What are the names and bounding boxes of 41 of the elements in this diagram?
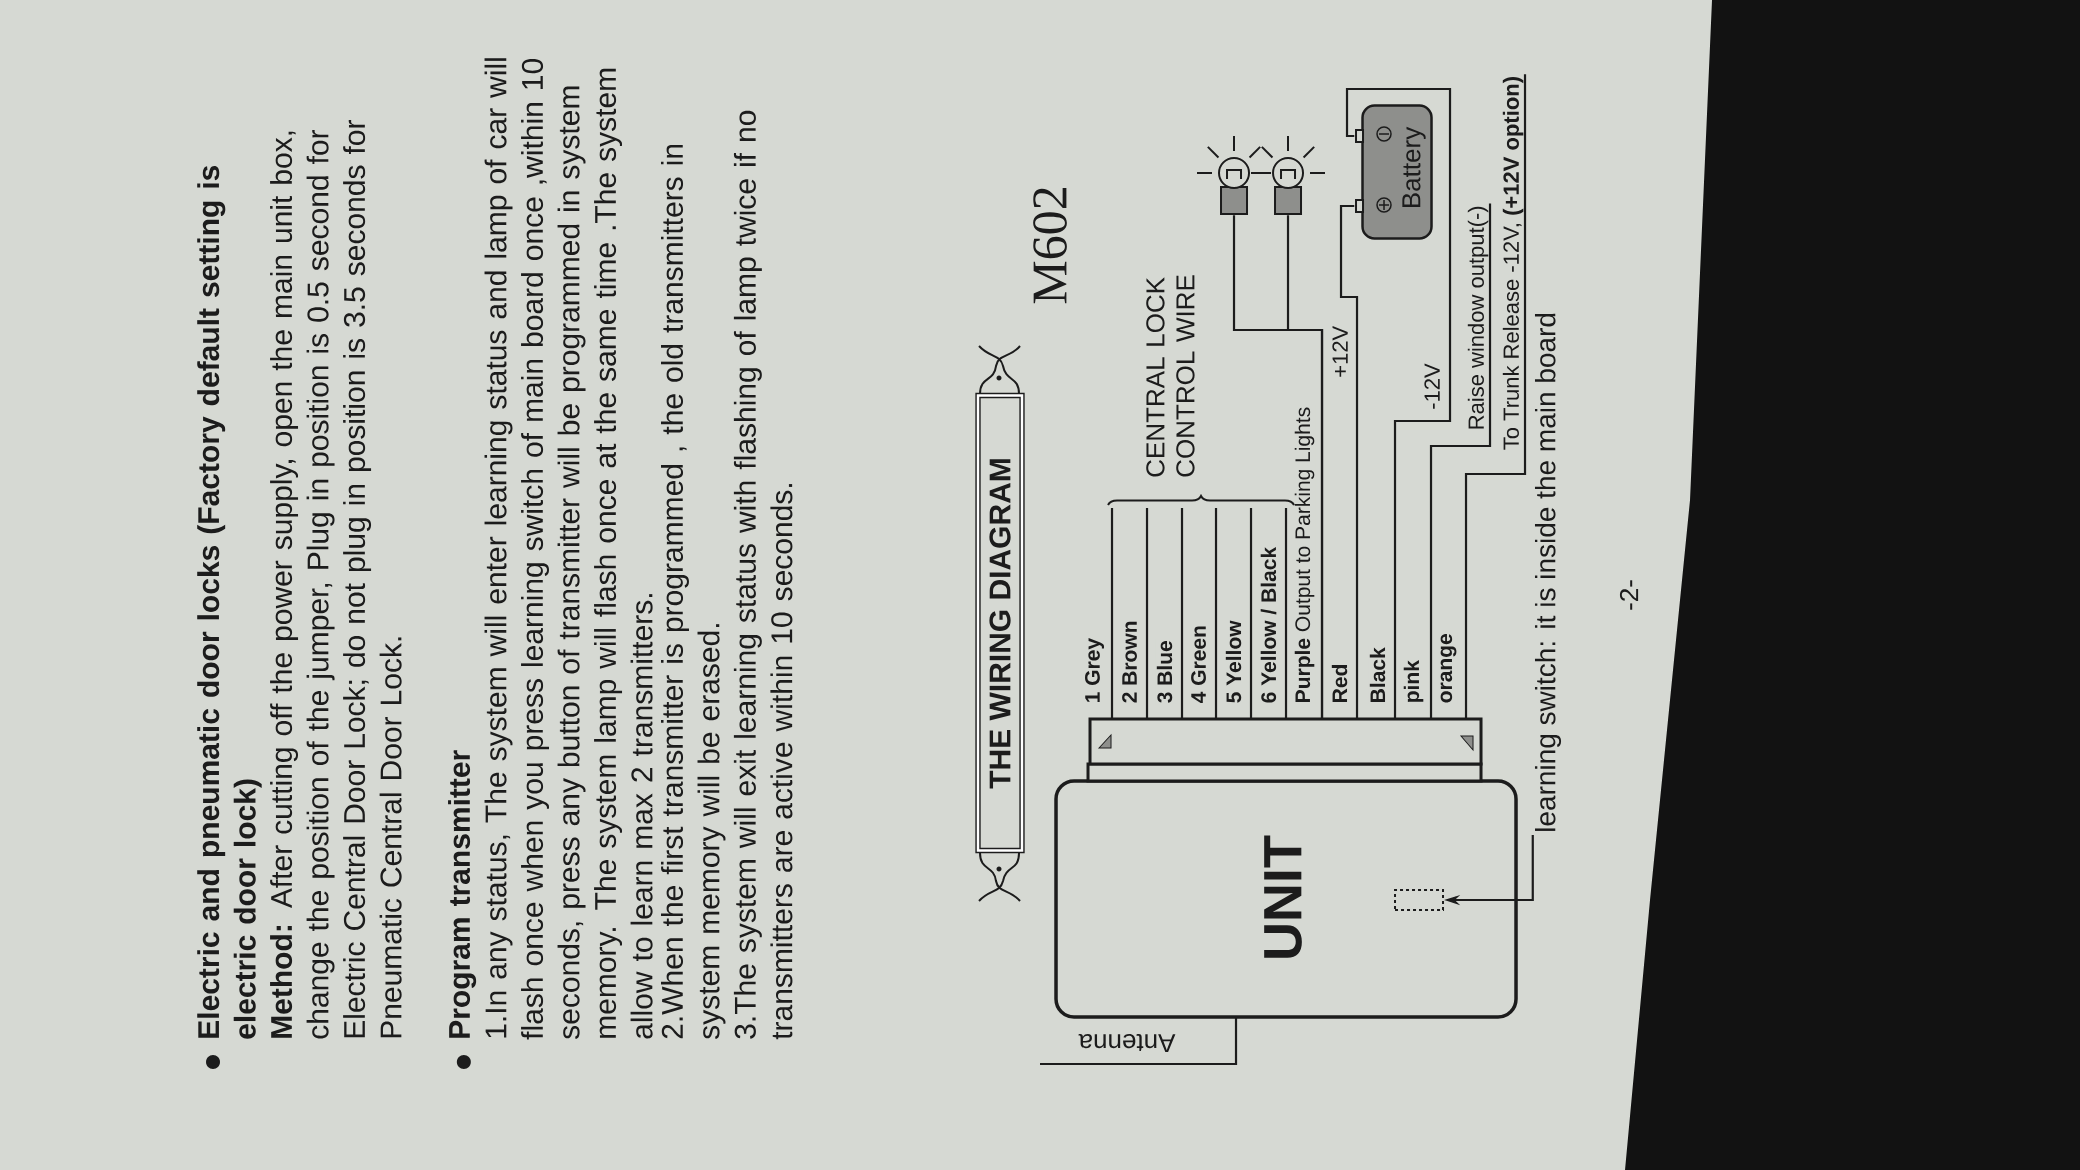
wire: [1464, 74, 1527, 719]
antenna-wire: [1040, 1017, 1238, 1066]
wire-label: 5 Yellow: [1224, 618, 1243, 705]
wire: [1145, 508, 1149, 719]
wire-group-label: CENTRAL LOCK CONTROL WIRE: [1146, 275, 1195, 477]
wire-label: Black: [1368, 645, 1387, 705]
wire: [1429, 203, 1492, 719]
wire-note: To Trunk Release -12V, (+12V option): [1502, 77, 1524, 450]
wire-label: 3 Blue: [1155, 638, 1174, 705]
paragraph: Method: After cutting off the power supply, open the main unit box, change the position of the jumper, Plug in position is 0.5 second for Electric Central Door Lock; do not plug in position is 3.5 seconds for Pneumatic Central Door Lock.: [270, 120, 402, 1039]
wire: [1345, 87, 1452, 719]
callout-text: learning switch: it is inside the main board: [1535, 313, 1562, 831]
lamp-drawing: [1196, 135, 1272, 215]
wire: [1110, 508, 1114, 719]
wire: [1284, 508, 1288, 719]
lamp-drawing: [1250, 135, 1326, 215]
wire: [1180, 508, 1184, 719]
paragraph: 3.The system will exit learning status with flashing of lamp twice if no transmitters are active within 10 seconds.: [733, 110, 793, 1040]
wire: [1214, 508, 1218, 719]
wire: [1249, 508, 1253, 719]
wire-label: 1 Grey: [1083, 636, 1106, 705]
wire: [1286, 215, 1324, 719]
model-number: M602: [1033, 188, 1067, 304]
section-heading: Electric and pneumatic door locks (Factory default setting is electric door lock): [197, 165, 262, 1039]
paragraph: 1.In any status, The system will enter learning status and lamp of car will flash once when you press learning switch of main board once ,within 10 seconds, press any button of transmitter will be programmed in system memory. The system lamp will flash once at the same time .The system allow to learn max 2 transmitters.: [484, 58, 653, 1040]
wire-label: 6 Yellow / Black: [1259, 545, 1278, 705]
title-banner: THE WIRING DIAGRAM: [975, 392, 1025, 854]
voltage-label: -12V: [1424, 363, 1440, 409]
wire-label: Red: [1330, 662, 1349, 705]
wire-label: orange: [1439, 631, 1458, 705]
section-heading: Program transmitter: [448, 750, 477, 1038]
voltage-label: +12V: [1332, 325, 1348, 377]
battery: Battery: [1355, 104, 1433, 240]
page-number: -2-: [1619, 580, 1639, 610]
wire-label: Purple Output to Parking Lights: [1293, 405, 1316, 705]
wire-note: Raise window output(-): [1467, 206, 1489, 429]
wire-label: pink: [1402, 658, 1425, 705]
paragraph: 2.When the first transmitter is programmed , the old transmitters in system memory will be erased.: [661, 144, 726, 1039]
switch-outline: [1394, 889, 1444, 911]
wire: [1339, 204, 1359, 719]
antenna-label: Antenna: [1077, 1032, 1177, 1054]
